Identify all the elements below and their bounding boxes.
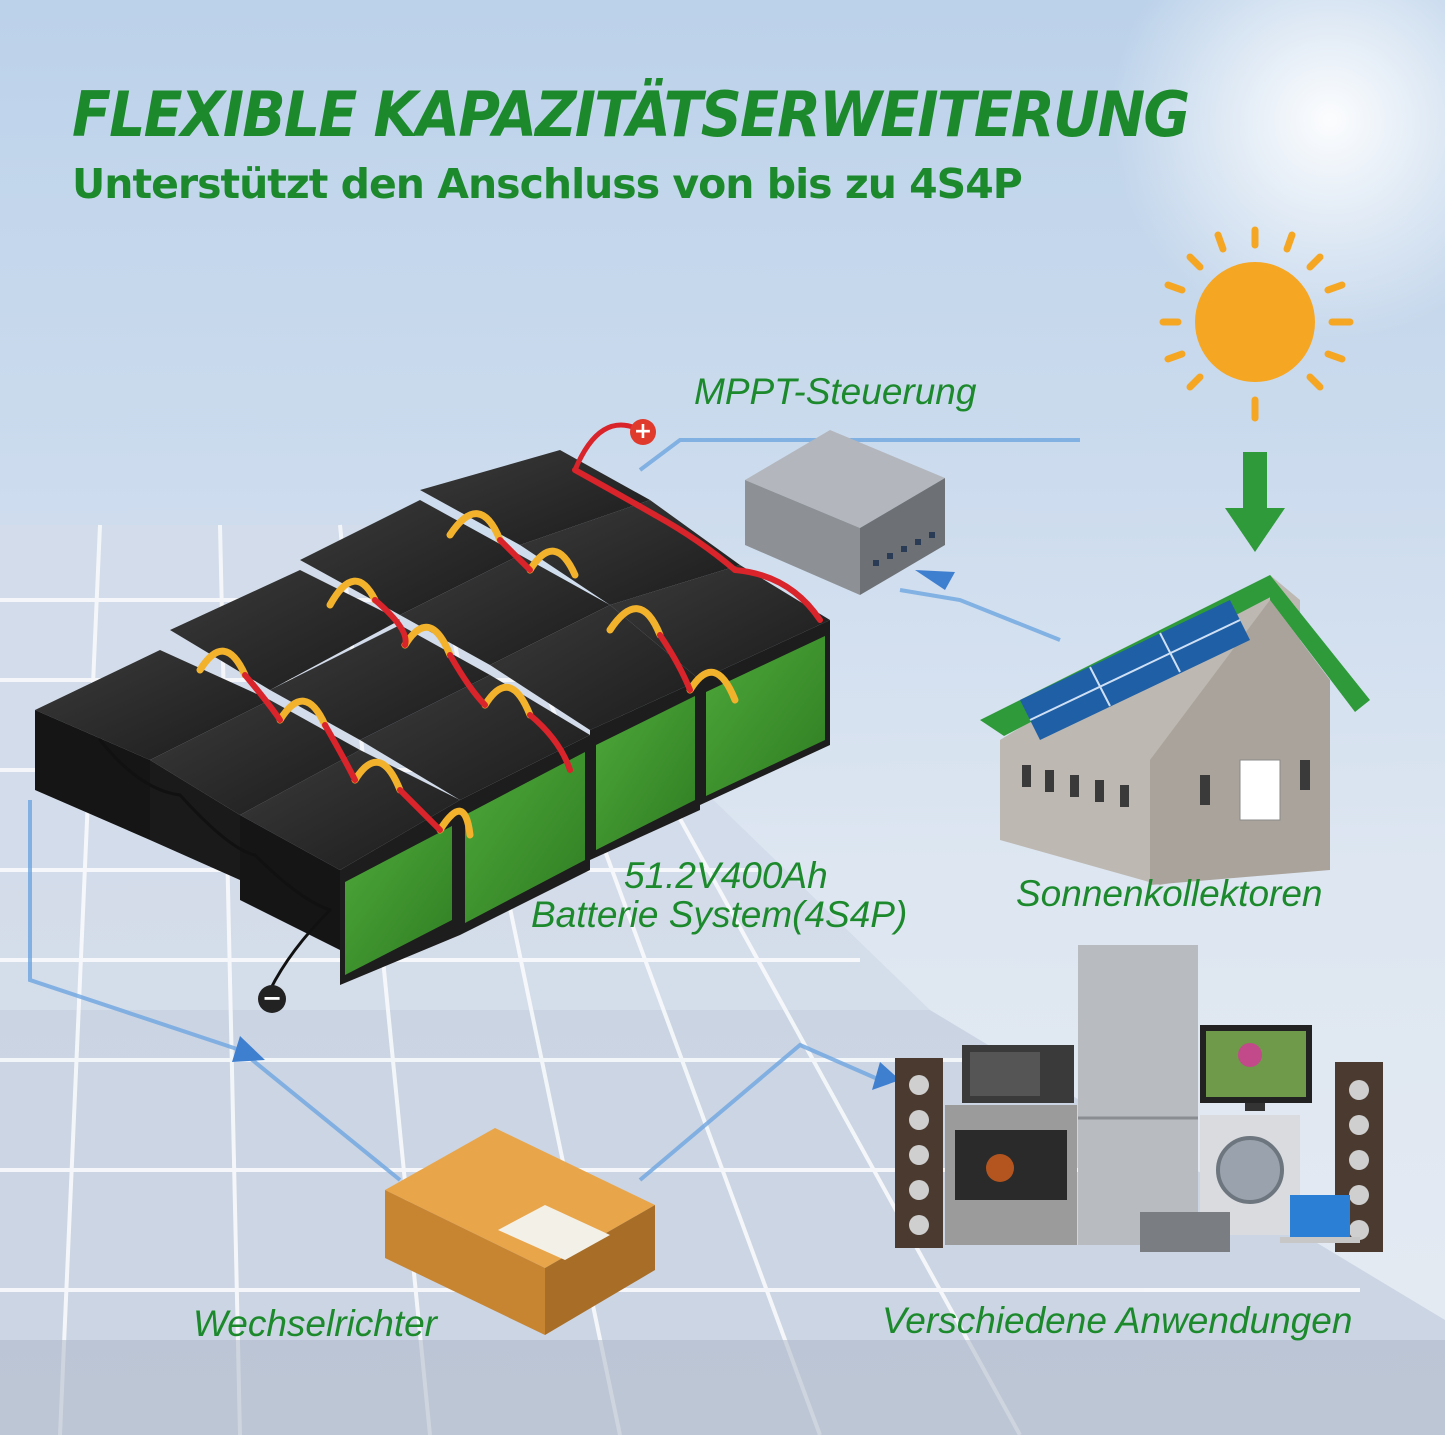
house-icon bbox=[980, 575, 1370, 885]
connection-lines bbox=[28, 438, 1080, 1182]
flow-arrows bbox=[232, 570, 955, 1090]
mppt-controller bbox=[745, 430, 945, 595]
appliances-group bbox=[895, 945, 1383, 1252]
negative-terminal-icon: − bbox=[258, 985, 286, 1013]
inverter-label: Wechselrichter bbox=[193, 1303, 438, 1344]
solar-panels-label: Sonnenkollektoren bbox=[1016, 873, 1323, 914]
sun-icon bbox=[1159, 226, 1354, 422]
page-subtitle: Unterstützt den Anschluss von bis zu 4S4… bbox=[72, 160, 1023, 208]
battery-system-label: Batterie System(4S4P) bbox=[531, 894, 908, 935]
inverter-box bbox=[385, 1128, 655, 1335]
mppt-label: MPPT-Steuerung bbox=[694, 371, 977, 412]
positive-terminal-icon: + bbox=[630, 419, 656, 445]
battery-capacity-label: 51.2V400Ah bbox=[624, 855, 828, 896]
page-title: FLEXIBLE KAPAZITÄTSERWEITERUNG bbox=[72, 78, 1190, 151]
applications-label: Verschiedene Anwendungen bbox=[882, 1300, 1353, 1341]
arrow-down-icon bbox=[1225, 452, 1285, 552]
sun-glare bbox=[1110, 0, 1445, 340]
battery-bank bbox=[35, 422, 830, 992]
